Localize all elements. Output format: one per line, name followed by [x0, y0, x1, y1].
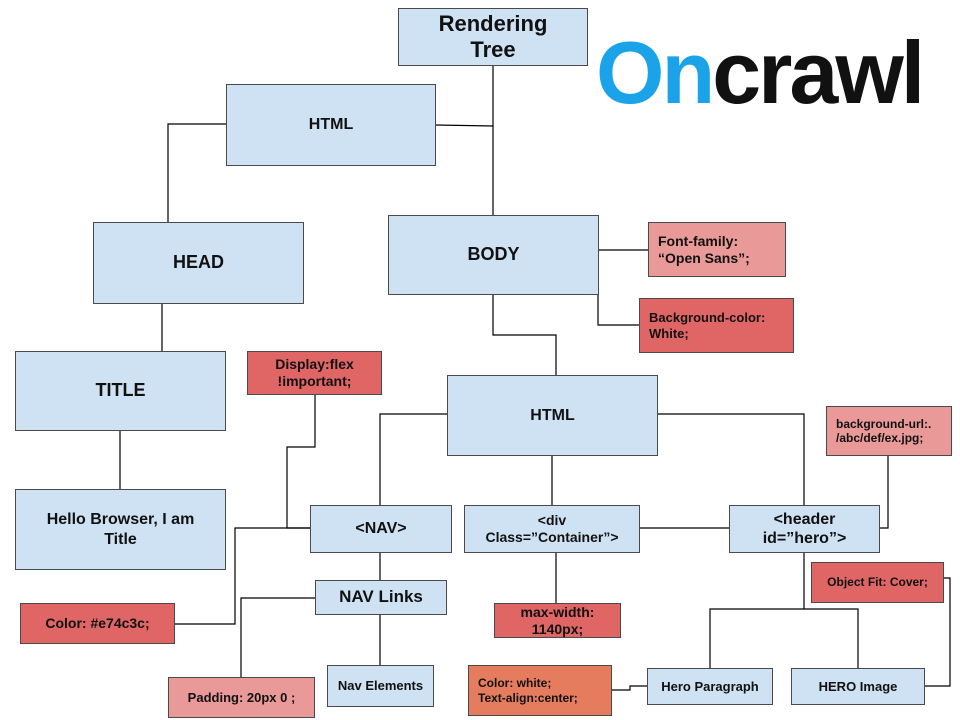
edge-header-children [709, 553, 805, 668]
node-display-flex: Display:flex !important; [247, 351, 382, 395]
node-title: TITLE [15, 351, 226, 431]
node-body: BODY [388, 215, 599, 295]
node-div-container: <div Class=”Container”> [464, 505, 640, 553]
node-hero-paragraph: Hero Paragraph [647, 668, 773, 705]
logo-text-on: On [596, 23, 715, 122]
edge-html-head [167, 123, 226, 222]
node-background-url: background-url:. /abc/def/ex.jpg; [826, 406, 952, 456]
node-padding: Padding: 20px 0 ; [168, 677, 315, 718]
node-object-fit: Object Fit: Cover; [811, 562, 944, 603]
node-color-e74c3c: Color: #e74c3c; [20, 603, 175, 644]
node-nav-elements: Nav Elements [327, 665, 434, 707]
edge-heroimage-objectfit [925, 577, 951, 687]
edge-htmlinner-nav [379, 413, 447, 505]
logo-text-crawl: crawl [712, 23, 925, 122]
edge-root-html [435, 66, 494, 127]
edge-navlinks-padding [240, 597, 315, 679]
edge-bgurl-header [879, 456, 889, 529]
node-title-text: Hello Browser, I am Title [15, 489, 226, 570]
edge-paragraph-colorwhite [612, 685, 647, 691]
node-html-top: HTML [226, 84, 436, 166]
node-html-inner: HTML [447, 375, 658, 456]
node-nav: <NAV> [310, 505, 452, 553]
node-rendering-tree: Rendering Tree [398, 8, 588, 66]
node-background-color: Background-color: White; [639, 298, 794, 353]
oncrawl-logo: Oncrawl [596, 28, 956, 118]
node-nav-links: NAV Links [315, 580, 447, 615]
node-color-white: Color: white; Text-align:center; [468, 665, 612, 716]
edge-nav-color [175, 527, 310, 625]
edge-header-heroimage [804, 608, 859, 668]
node-hero-image: HERO Image [791, 668, 925, 705]
node-max-width: max-width: 1140px; [494, 603, 621, 638]
node-head: HEAD [93, 222, 304, 304]
edge-body-bgcolor [597, 294, 639, 326]
edge-body-htmlinner [492, 294, 557, 375]
edge-htmlinner-header [657, 413, 805, 505]
node-font-family: Font-family: “Open Sans”; [648, 222, 786, 277]
node-header-hero: <header id=”hero”> [729, 505, 880, 553]
